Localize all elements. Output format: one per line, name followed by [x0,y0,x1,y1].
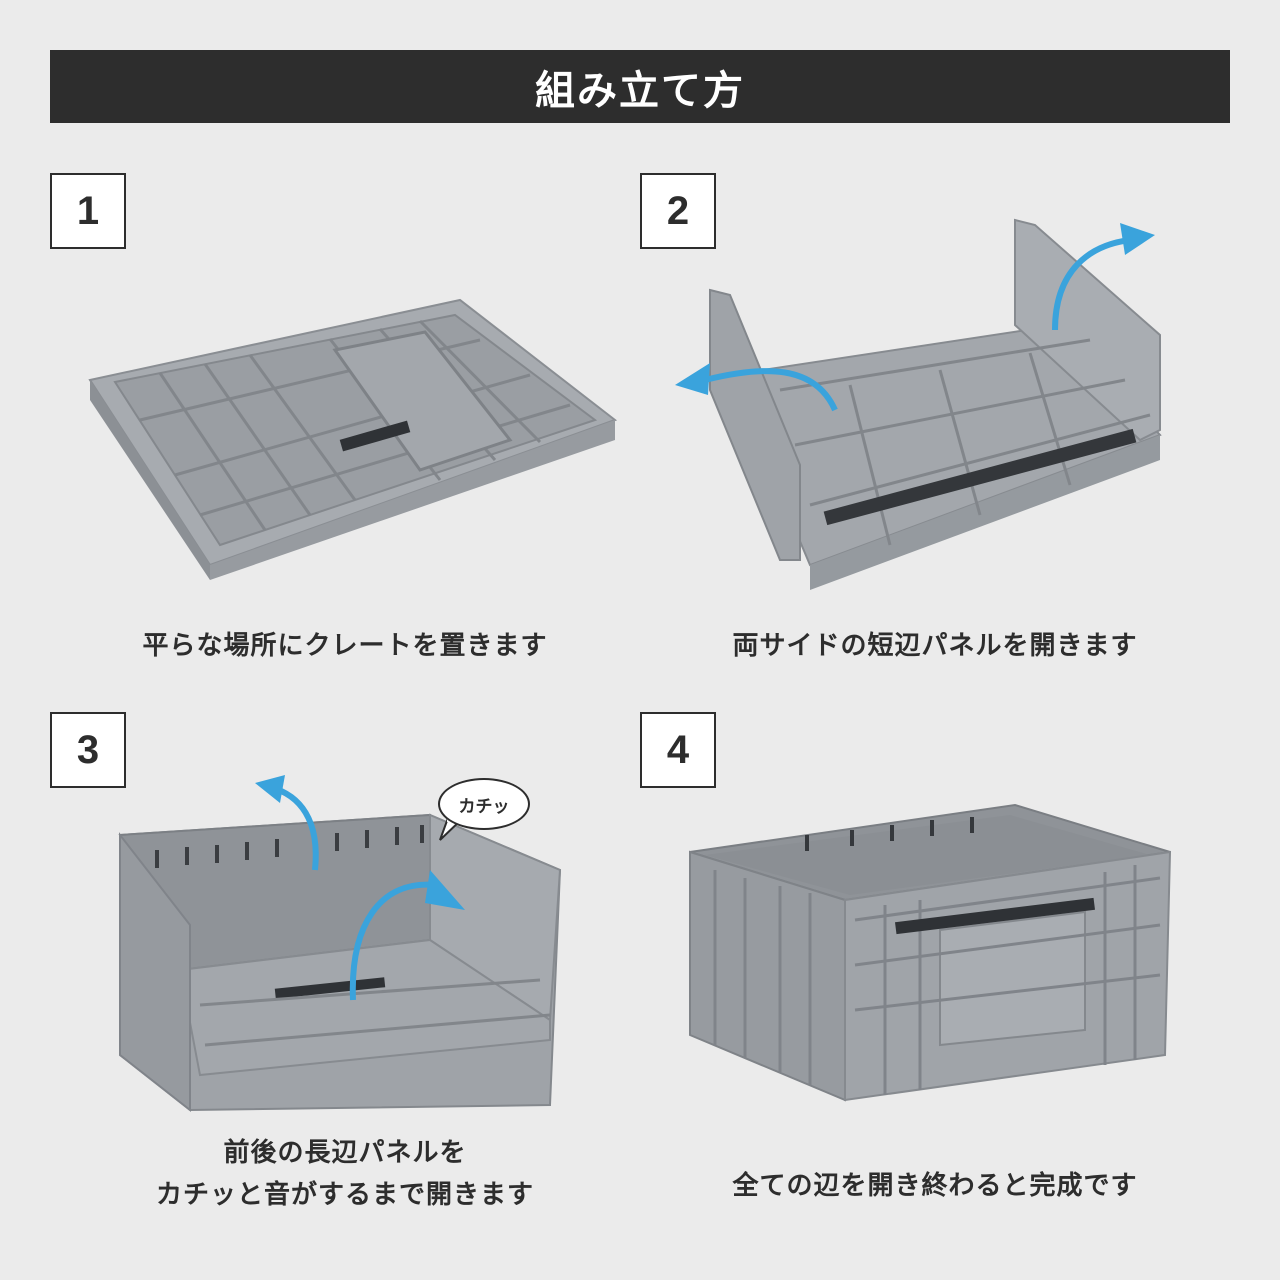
step-3-number: 3 [50,712,126,788]
step-3-crate-image [118,775,562,1113]
page-title: 組み立て方 [535,67,745,114]
page-header: 組み立て方 [50,50,1230,123]
step-3-caption-line-2: カチッと音がするまで開きます [155,1180,534,1210]
click-sound-label: カチッ [458,796,510,817]
step-4-caption: 全ての辺を開き終わると完成です [732,1171,1138,1201]
click-sound-bubble: カチッ [438,778,530,830]
step-4-number: 4 [640,712,716,788]
step-1-crate-image [88,298,618,580]
step-3-caption-line-1: 前後の長辺パネルを [223,1138,467,1168]
step-2-caption: 両サイドの短辺パネルを開きます [732,631,1138,661]
step-2-crate-image [675,218,1162,590]
step-1-caption: 平らな場所にクレートを置きます [142,631,548,661]
step-2-number: 2 [640,173,716,249]
step-1-number: 1 [50,173,126,249]
step-4-crate-image [689,803,1172,1102]
step-3-caption: 前後の長辺パネルを カチッと音がするまで開きます [65,1132,625,1216]
